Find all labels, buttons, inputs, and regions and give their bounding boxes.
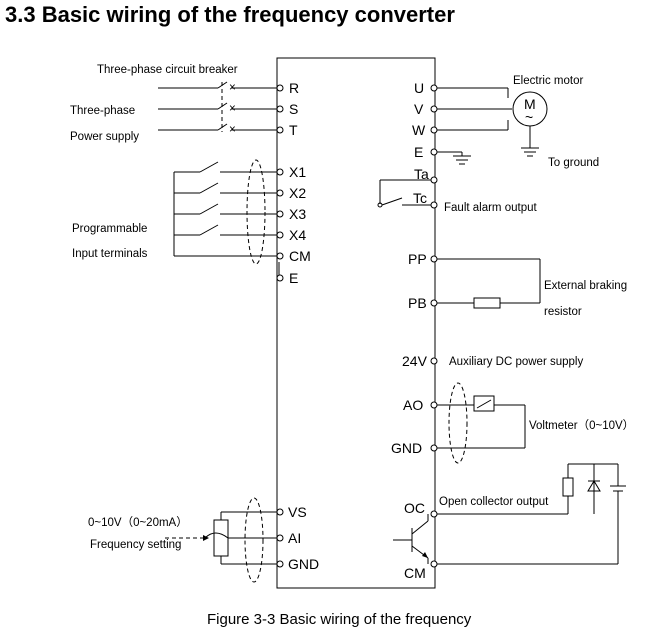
breaker-label: Three-phase circuit breaker [97, 64, 238, 76]
external-braking-label: External braking [544, 280, 627, 292]
terminal-PB: PB [408, 295, 427, 311]
terminal-E-right: E [414, 144, 423, 160]
terminal-OC: OC [404, 500, 425, 516]
section-heading: 3.3 Basic wiring of the frequency conver… [5, 2, 455, 27]
power-supply-label: Power supply [70, 131, 139, 143]
terminal-AI: AI [288, 530, 301, 546]
terminal-X3: X3 [289, 206, 306, 222]
figure-caption: Figure 3-3 Basic wiring of the frequency [207, 611, 472, 628]
terminal-24V: 24V [402, 353, 428, 369]
terminal-PP: PP [408, 251, 427, 267]
terminal-Ta: Ta [414, 166, 429, 182]
open-collector-output [393, 463, 626, 565]
to-ground-label: To ground [548, 157, 599, 169]
svg-text:×: × [229, 103, 236, 115]
motor-label: Electric motor [513, 75, 583, 87]
terminal-X4: X4 [289, 227, 306, 243]
terminal-R: R [289, 80, 299, 96]
input-switches [173, 159, 280, 278]
input-terminals-label: Input terminals [72, 248, 148, 260]
voltmeter-label: Voltmeter（0~10V） [529, 419, 634, 432]
resistor-label: resistor [544, 306, 582, 318]
aux-dc-label: Auxiliary DC power supply [449, 356, 583, 368]
motor-tilde: ~ [525, 109, 533, 125]
potentiometer [165, 497, 279, 583]
terminal-GND-right: GND [391, 440, 422, 456]
svg-text:×: × [229, 124, 236, 136]
three-phase-breaker: × × × [158, 81, 279, 136]
programmable-label: Programmable [72, 223, 147, 235]
motor-symbol: M [524, 96, 536, 112]
analog-range-label: 0~10V（0~20mA） [88, 516, 188, 529]
terminal-W: W [412, 122, 426, 138]
braking-resistor [437, 258, 541, 309]
voltmeter-wiring [437, 382, 526, 464]
terminal-E-left: E [289, 270, 298, 286]
terminal-U: U [414, 80, 424, 96]
terminal-AO: AO [403, 397, 423, 413]
terminal-CM-left: CM [289, 248, 311, 264]
fault-alarm-label: Fault alarm output [444, 202, 537, 214]
svg-text:×: × [229, 82, 236, 94]
terminal-V: V [414, 101, 424, 117]
terminal-S: S [289, 101, 298, 117]
open-collector-label: Open collector output [439, 496, 549, 508]
terminal-GND-left: GND [288, 556, 319, 572]
converter-body [276, 57, 436, 589]
motor-wiring [435, 87, 548, 157]
terminal-X2: X2 [289, 185, 306, 201]
three-phase-label: Three-phase [70, 105, 135, 117]
ground-symbol [437, 151, 471, 165]
terminal-VS: VS [288, 504, 307, 520]
terminal-T: T [289, 122, 298, 138]
terminal-X1: X1 [289, 164, 306, 180]
frequency-setting-label: Frequency setting [90, 539, 181, 551]
terminal-CM-right: CM [404, 565, 426, 581]
voltmeter-icon [473, 395, 495, 412]
terminal-Tc: Tc [413, 190, 427, 206]
fault-relay [377, 179, 431, 208]
